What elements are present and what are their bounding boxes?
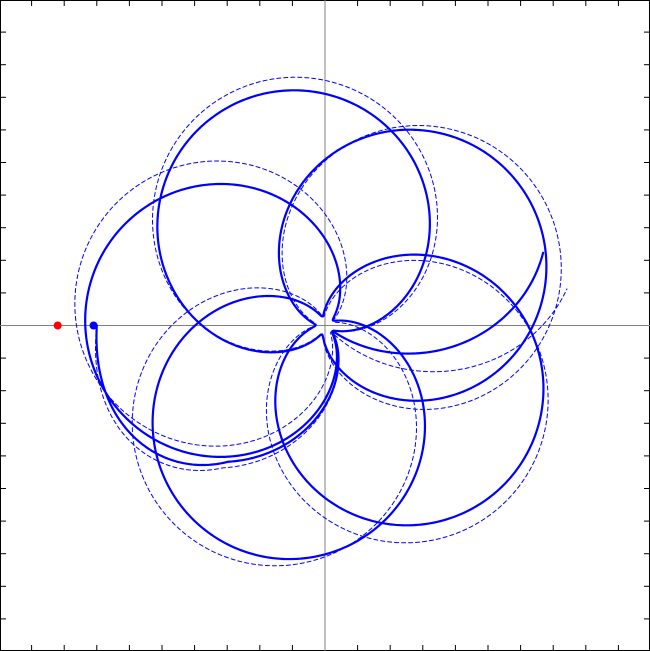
point-markers (53, 321, 98, 330)
blue-point-marker (89, 321, 98, 330)
orbit-series (74, 76, 568, 567)
red-point-marker (53, 321, 62, 330)
orbit-solid-line (84, 89, 548, 561)
orbit-dashed-line (74, 76, 568, 567)
